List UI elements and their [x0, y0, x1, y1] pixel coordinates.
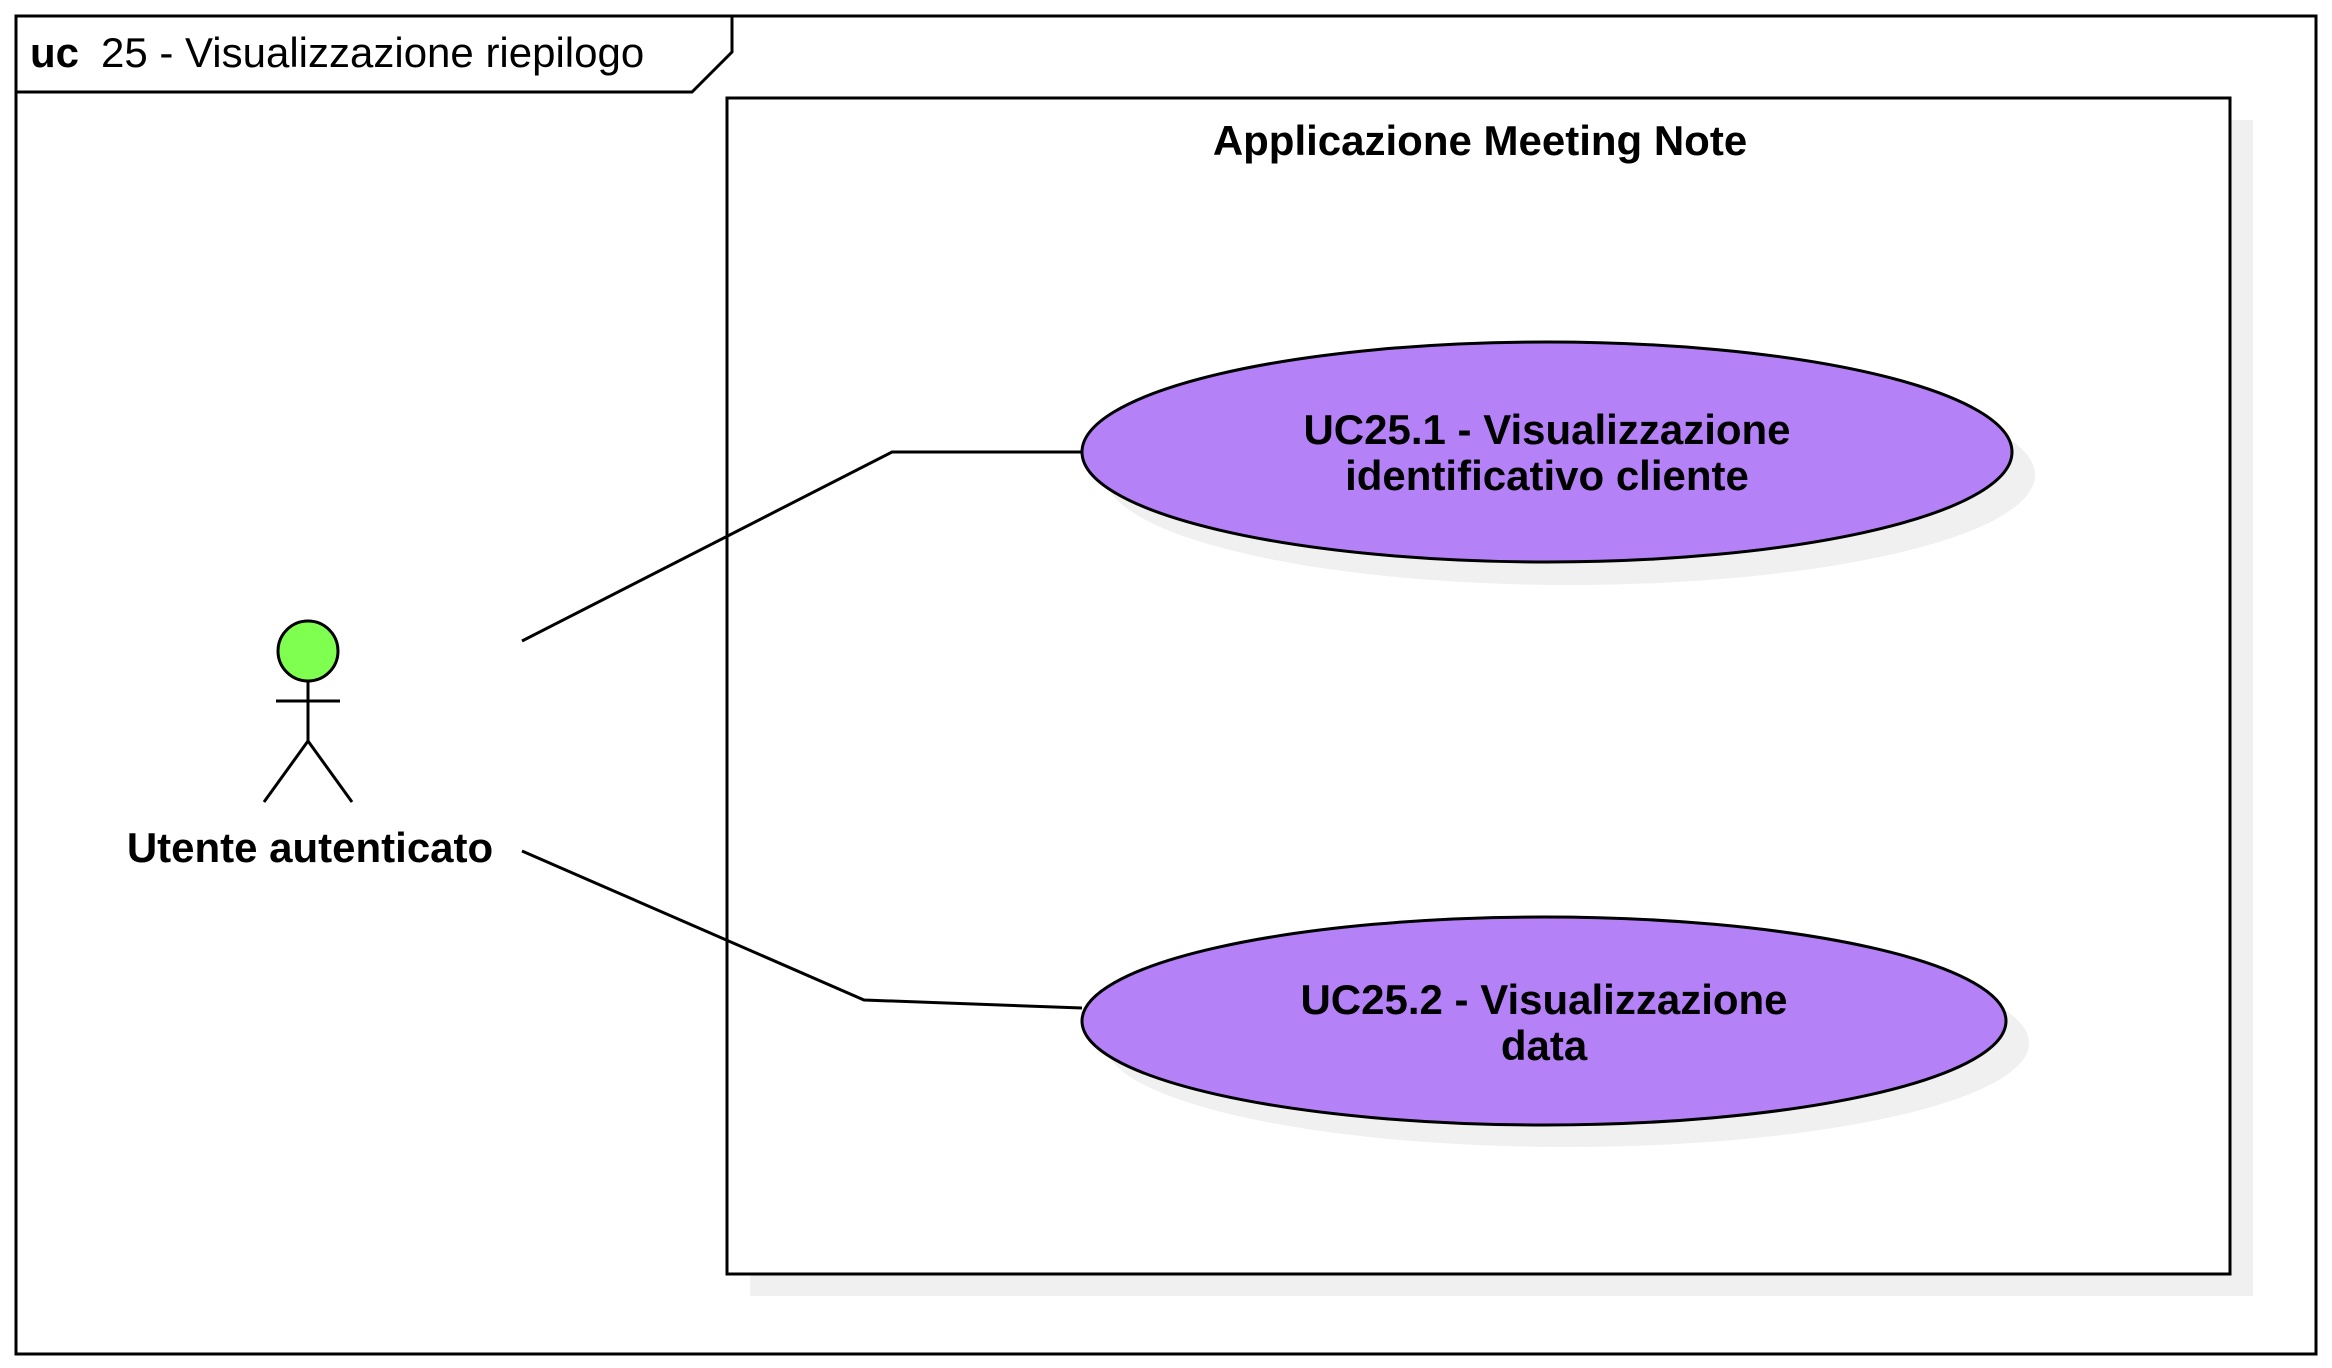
- system-title: Applicazione Meeting Note: [1213, 117, 1747, 164]
- association-line-1: [521, 450, 1082, 643]
- association-line-2: [521, 849, 1083, 1010]
- use-case-2-label-line1: UC25.2 - Visualizzazione: [1300, 976, 1787, 1023]
- use-case-2-label-line2: data: [1501, 1022, 1588, 1069]
- actor-label: Utente autenticato: [127, 824, 493, 871]
- actor-figure: [262, 619, 354, 803]
- use-case-1-label-line2: identificativo cliente: [1345, 452, 1749, 499]
- actor-right-leg: [306, 740, 354, 803]
- use-case-1-label-line1: UC25.1 - Visualizzazione: [1303, 406, 1790, 453]
- actor-head: [276, 619, 340, 683]
- frame-title: 25 - Visualizzazione riepilogo: [101, 29, 644, 76]
- frame-name-tab: [14, 14, 734, 94]
- frame-keyword: uc: [30, 29, 79, 76]
- use-case-2-ellipse: [1080, 915, 2008, 1127]
- actor-left-leg: [262, 740, 310, 803]
